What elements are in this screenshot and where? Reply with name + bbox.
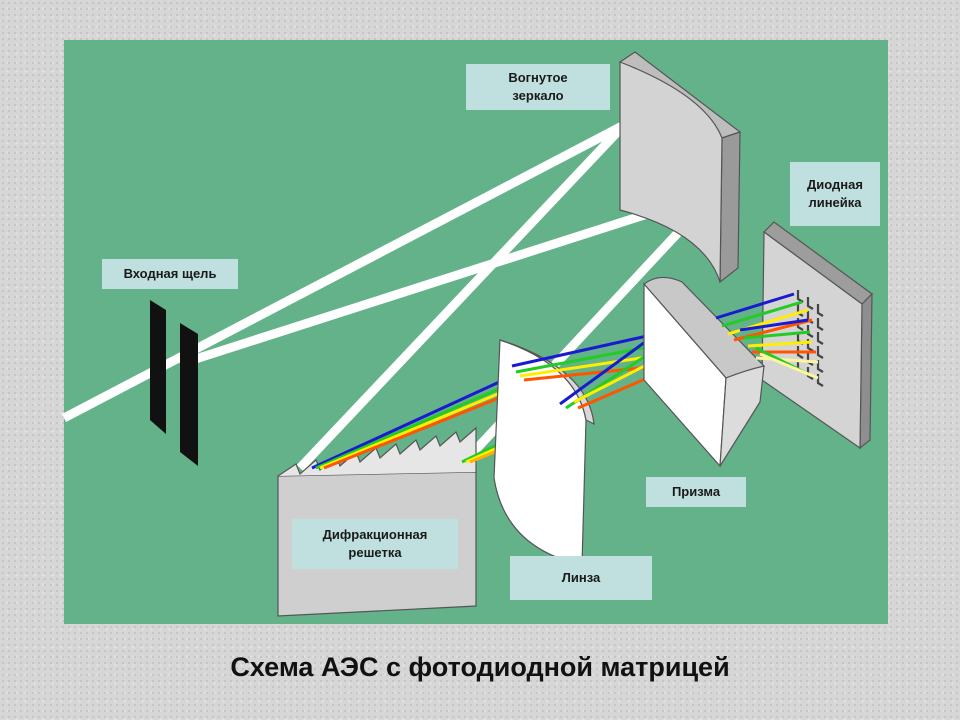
slit-blade-left [150,300,166,434]
ray-blue-1 [311,376,509,470]
concave-mirror-face [619,61,723,283]
ray-green-3 [515,342,665,374]
entrance-slit [150,300,198,466]
ray-pale-7 [759,352,819,380]
ray-blue-4 [559,332,657,406]
diode-array-face [761,230,863,450]
concave-mirror [618,51,742,284]
ray-yellow-6 [747,340,813,348]
photodiode-cell [816,332,824,345]
beam-to-grating [296,121,628,472]
label-diode-array: Диодная линейка [790,162,880,226]
ray-pale-6 [755,356,819,364]
ray-green-1 [315,382,511,470]
concave-mirror-back [719,131,741,284]
photodiode-cell [796,346,804,359]
ray-green-5 [721,300,803,328]
ray-blue-6 [739,318,809,332]
label-lens: Линза [510,556,652,600]
ray-blue-5 [715,292,795,320]
photodiode-cell [806,297,814,310]
photodiode-cell [816,318,824,331]
prism-end [719,365,765,467]
photodiode-cell [806,325,814,338]
label-concave-mirror: Вогнутое зеркало [466,64,610,110]
ray-yellow-1 [319,386,513,470]
photodiode-cell [806,367,814,380]
slit-blade-right [180,323,198,466]
diode-array [761,221,873,450]
ray-green-6 [743,330,811,340]
grating-teeth [277,426,477,477]
label-entrance-slit: Входная щель [102,259,238,289]
label-prism: Призма [646,477,746,507]
label-diffraction-grating: Дифракционная решетка [292,519,458,569]
diagram-caption: Схема АЭС с фотодиодной матрицей [230,652,730,682]
beam-from-grating [178,187,718,369]
spectrum-rays-prism [715,292,819,380]
photodiode-cell [816,304,824,317]
photodiode-cell [816,360,824,373]
photodiode-cell [816,346,824,359]
ray-orange-1 [323,390,515,470]
ray-blue-3 [511,332,657,368]
prism [643,276,766,468]
